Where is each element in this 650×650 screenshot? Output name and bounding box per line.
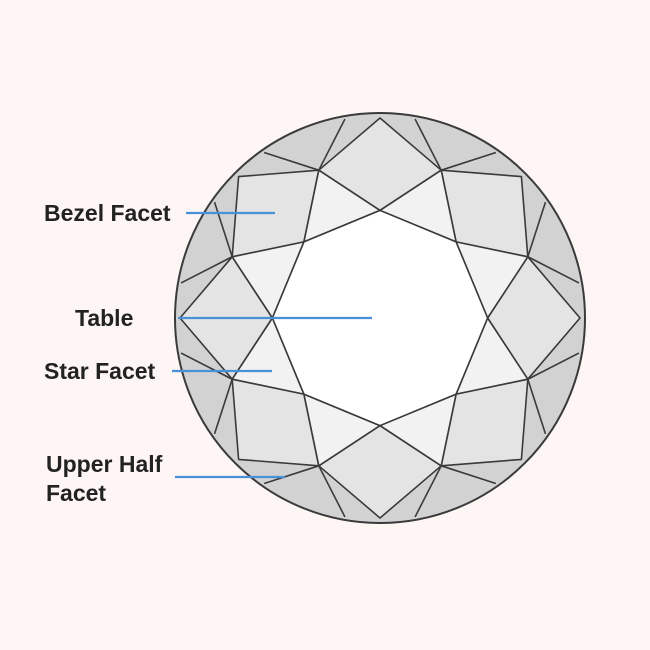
upper-half-facet-label-line2: Facet [46, 480, 107, 506]
diamond-facets [179, 117, 581, 519]
upper-half-facet-edge [440, 465, 497, 485]
upper-half-facet-edge [263, 465, 320, 485]
table-facet [271, 209, 489, 427]
upper-half-facet-edge [213, 201, 233, 258]
upper-half-facet-edge [527, 378, 547, 435]
upper-half-facet-edge [318, 465, 346, 518]
upper-half-facet-edge [180, 352, 233, 380]
upper-half-facet-label: Upper Half Facet [46, 450, 162, 508]
upper-half-facet-edge [414, 118, 442, 171]
star-facet-label: Star Facet [44, 358, 156, 384]
upper-half-facet-edge [527, 352, 580, 380]
upper-half-facet-edge [527, 256, 580, 284]
bezel-facet-label: Bezel Facet [44, 200, 171, 226]
upper-half-facet-label-line1: Upper Half [46, 451, 163, 477]
table-label: Table [75, 305, 134, 331]
upper-half-facet-edge [527, 201, 547, 258]
upper-half-facet-edge [180, 256, 233, 284]
upper-half-facet-edge [263, 151, 320, 171]
upper-half-facet-edge [440, 151, 497, 171]
callout-lines [172, 211, 372, 479]
upper-half-facet-edge [414, 465, 442, 518]
upper-half-facet-edge [213, 378, 233, 435]
upper-half-facet-edge [318, 118, 346, 171]
